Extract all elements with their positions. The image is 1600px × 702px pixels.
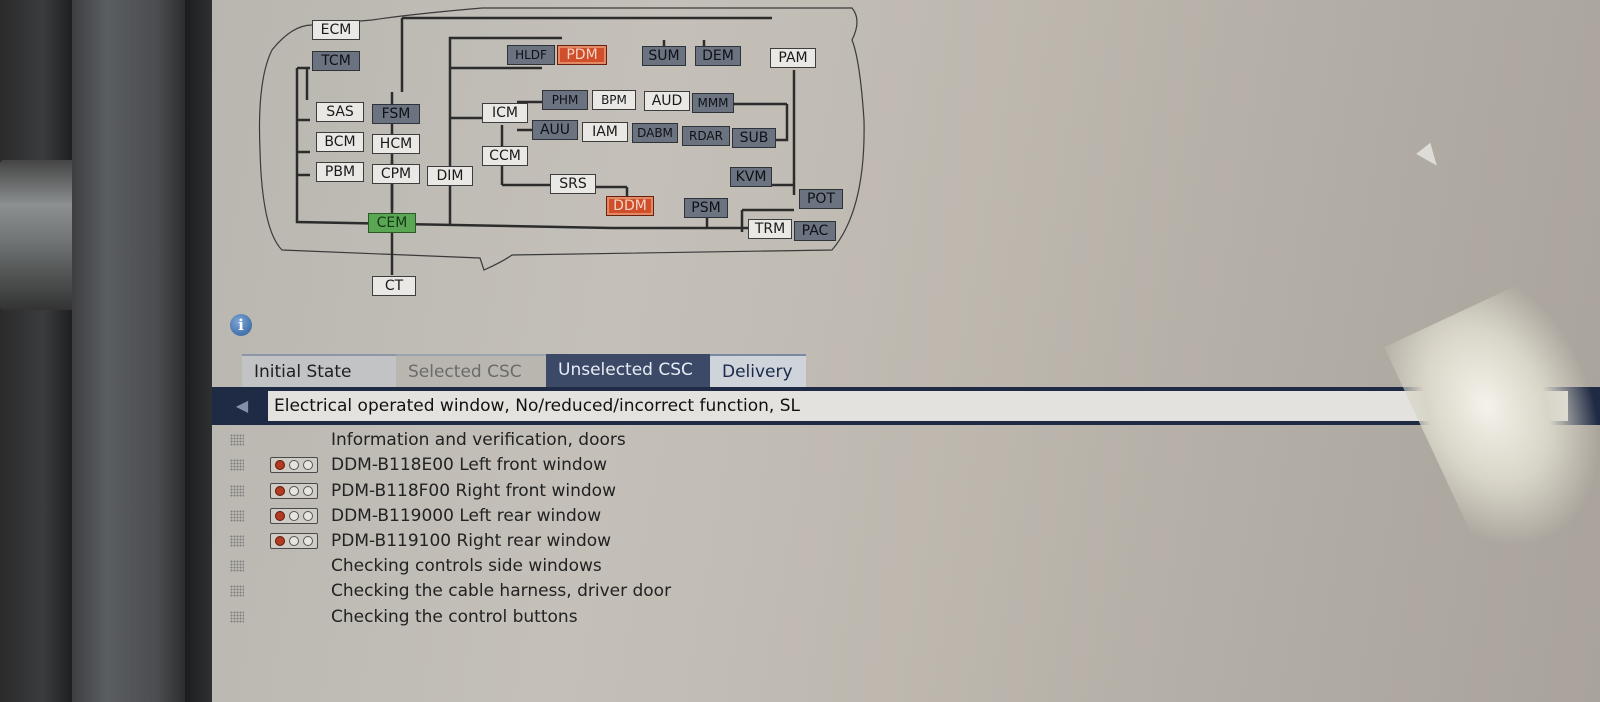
list-item[interactable]: DDM-B119000 Left rear window <box>212 504 1212 529</box>
module-ddm[interactable]: DDM <box>606 196 654 216</box>
list-item-text: PDM-B118F00 Right front window <box>331 481 616 501</box>
csc-header-bar: ◀ Electrical operated window, No/reduced… <box>212 387 1600 425</box>
module-ccm[interactable]: CCM <box>482 146 528 166</box>
list-item-text: Checking controls side windows <box>331 556 602 576</box>
monitor-bezel-edge <box>185 0 215 702</box>
drag-handle-icon[interactable] <box>230 611 244 623</box>
module-pot[interactable]: POT <box>799 189 843 209</box>
module-ecm[interactable]: ECM <box>312 20 360 40</box>
back-arrow-icon[interactable]: ◀ <box>235 396 249 415</box>
list-item[interactable]: Checking controls side windows <box>212 554 1212 579</box>
tab-selected-csc[interactable]: Selected CSC <box>396 354 546 387</box>
module-cpm[interactable]: CPM <box>372 164 420 184</box>
drag-handle-icon[interactable] <box>230 434 244 446</box>
dtc-status-icon <box>270 508 318 524</box>
module-mmm[interactable]: MMM <box>692 93 734 113</box>
dtc-status-icon <box>270 483 318 499</box>
module-sub[interactable]: SUB <box>732 128 776 148</box>
module-pdm[interactable]: PDM <box>557 45 607 65</box>
csc-title: Electrical operated window, No/reduced/i… <box>268 391 1568 421</box>
module-dim[interactable]: DIM <box>427 166 473 186</box>
mouse-cursor-icon <box>1416 142 1444 172</box>
tab-delivery[interactable]: Delivery <box>710 354 806 387</box>
module-cem[interactable]: CEM <box>368 213 416 233</box>
module-auu[interactable]: AUU <box>532 120 578 140</box>
list-item-text: PDM-B119100 Right rear window <box>331 531 612 551</box>
drag-handle-icon[interactable] <box>230 535 244 547</box>
tab-unselected-csc[interactable]: Unselected CSC <box>546 354 710 387</box>
module-rdar[interactable]: RDAR <box>682 126 730 146</box>
module-sas[interactable]: SAS <box>316 102 364 122</box>
module-dem[interactable]: DEM <box>695 46 741 66</box>
csc-tab-bar: Initial State Selected CSC Unselected CS… <box>212 354 1600 387</box>
list-item[interactable]: DDM-B118E00 Left front window <box>212 453 1212 478</box>
list-item-text: Checking the control buttons <box>331 607 578 627</box>
drag-handle-icon[interactable] <box>230 459 244 471</box>
topology-wiring <box>258 7 865 275</box>
background-pipe <box>0 160 80 310</box>
module-tcm[interactable]: TCM <box>312 51 360 71</box>
module-pbm[interactable]: PBM <box>316 162 364 182</box>
module-pac[interactable]: PAC <box>794 221 836 241</box>
background-dashboard <box>0 0 72 702</box>
module-psm[interactable]: PSM <box>684 198 728 218</box>
drag-handle-icon[interactable] <box>230 485 244 497</box>
module-bpm[interactable]: BPM <box>592 90 636 110</box>
list-item[interactable]: Checking the control buttons <box>212 605 1212 630</box>
drag-handle-icon[interactable] <box>230 585 244 597</box>
list-item-text: Information and verification, doors <box>331 430 626 450</box>
module-icm[interactable]: ICM <box>482 103 528 123</box>
module-dabm[interactable]: DABM <box>632 123 678 143</box>
diagnostic-screen: ECM TCM SAS FSM BCM HCM PBM CPM DIM CEM … <box>212 0 1600 702</box>
module-hldf[interactable]: HLDF <box>507 45 555 65</box>
list-item-text: DDM-B118E00 Left front window <box>331 455 607 475</box>
drag-handle-icon[interactable] <box>230 560 244 572</box>
module-bcm[interactable]: BCM <box>316 132 364 152</box>
module-kvm[interactable]: KVM <box>730 167 772 187</box>
module-hcm[interactable]: HCM <box>372 134 420 154</box>
module-srs[interactable]: SRS <box>550 174 596 194</box>
list-item-text: Checking the cable harness, driver door <box>331 581 672 601</box>
module-aud[interactable]: AUD <box>644 91 690 111</box>
list-item-text: DDM-B119000 Left rear window <box>331 506 602 526</box>
list-item[interactable]: PDM-B118F00 Right front window <box>212 479 1212 504</box>
monitor-bezel <box>72 0 187 702</box>
network-topology-diagram: ECM TCM SAS FSM BCM HCM PBM CPM DIM CEM … <box>212 0 912 300</box>
module-sum[interactable]: SUM <box>642 46 686 66</box>
module-pam[interactable]: PAM <box>770 48 816 68</box>
module-iam[interactable]: IAM <box>582 122 628 142</box>
module-ct[interactable]: CT <box>372 276 416 296</box>
network-outline <box>258 7 865 271</box>
list-item[interactable]: Information and verification, doors <box>212 428 1212 453</box>
dtc-status-icon <box>270 533 318 549</box>
dtc-status-icon <box>270 457 318 473</box>
module-phm[interactable]: PHM <box>542 90 588 110</box>
info-icon[interactable]: i <box>230 314 252 336</box>
drag-handle-icon[interactable] <box>230 510 244 522</box>
module-fsm[interactable]: FSM <box>372 104 420 124</box>
module-trm[interactable]: TRM <box>748 219 792 239</box>
list-item[interactable]: Checking the cable harness, driver door <box>212 579 1212 604</box>
list-item[interactable]: PDM-B119100 Right rear window <box>212 529 1212 554</box>
tab-initial-state[interactable]: Initial State <box>242 354 396 387</box>
